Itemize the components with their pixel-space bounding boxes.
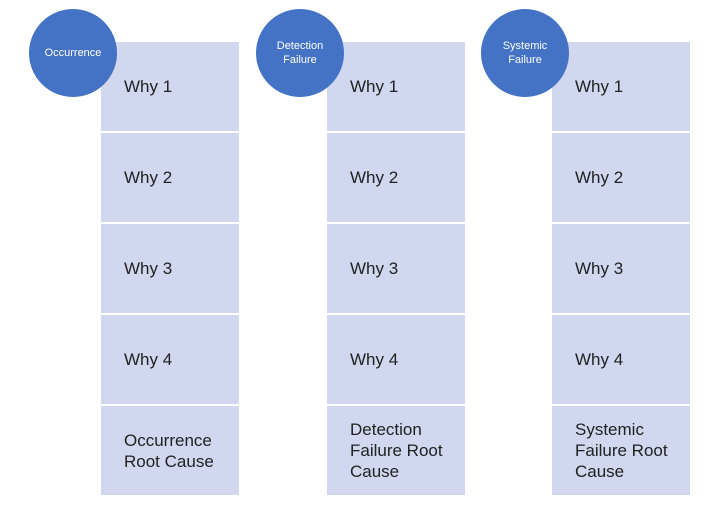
occurrence-column: Why 1 Why 2 Why 3 Why 4 Occurrence Root … — [101, 42, 239, 495]
why-1-box: Why 1 — [327, 42, 465, 131]
detection-failure-root-cause-label: Detection Failure Root Cause — [350, 420, 443, 481]
systemic-failure-header-label: Systemic Failure — [502, 40, 548, 66]
occurrence-header-circle: Occurrence — [29, 9, 117, 97]
detection-failure-column: Why 1 Why 2 Why 3 Why 4 Detection Failur… — [327, 42, 465, 495]
why-1-label: Why 1 — [575, 77, 624, 96]
why-1-label: Why 1 — [350, 77, 399, 96]
why-3-label: Why 3 — [124, 259, 173, 278]
why-3-label: Why 3 — [575, 259, 624, 278]
why-3-box: Why 3 — [101, 224, 239, 313]
why-4-label: Why 4 — [350, 350, 399, 369]
root-cause-box: Detection Failure Root Cause — [327, 406, 465, 495]
why-1-box: Why 1 — [101, 42, 239, 131]
occurrence-root-cause-label: Occurrence Root Cause — [124, 430, 214, 471]
why-4-box: Why 4 — [552, 315, 690, 404]
why-3-box: Why 3 — [552, 224, 690, 313]
why-3-box: Why 3 — [327, 224, 465, 313]
why-2-label: Why 2 — [124, 168, 173, 187]
why-2-label: Why 2 — [350, 168, 399, 187]
why-4-box: Why 4 — [327, 315, 465, 404]
detection-failure-header-circle: Detection Failure — [256, 9, 344, 97]
root-cause-box: Systemic Failure Root Cause — [552, 406, 690, 495]
why-4-box: Why 4 — [101, 315, 239, 404]
why-4-label: Why 4 — [124, 350, 173, 369]
systemic-failure-header-circle: Systemic Failure — [481, 9, 569, 97]
why-4-label: Why 4 — [575, 350, 624, 369]
why-2-box: Why 2 — [327, 133, 465, 222]
why-2-label: Why 2 — [575, 168, 624, 187]
why-3-label: Why 3 — [350, 259, 399, 278]
root-cause-box: Occurrence Root Cause — [101, 406, 239, 495]
systemic-failure-root-cause-label: Systemic Failure Root Cause — [575, 420, 668, 481]
why-2-box: Why 2 — [101, 133, 239, 222]
systemic-failure-column: Why 1 Why 2 Why 3 Why 4 Systemic Failure… — [552, 42, 690, 495]
why-2-box: Why 2 — [552, 133, 690, 222]
why-1-box: Why 1 — [552, 42, 690, 131]
why-1-label: Why 1 — [124, 77, 173, 96]
detection-failure-header-label: Detection Failure — [276, 40, 324, 66]
occurrence-header-label: Occurrence — [44, 47, 102, 59]
